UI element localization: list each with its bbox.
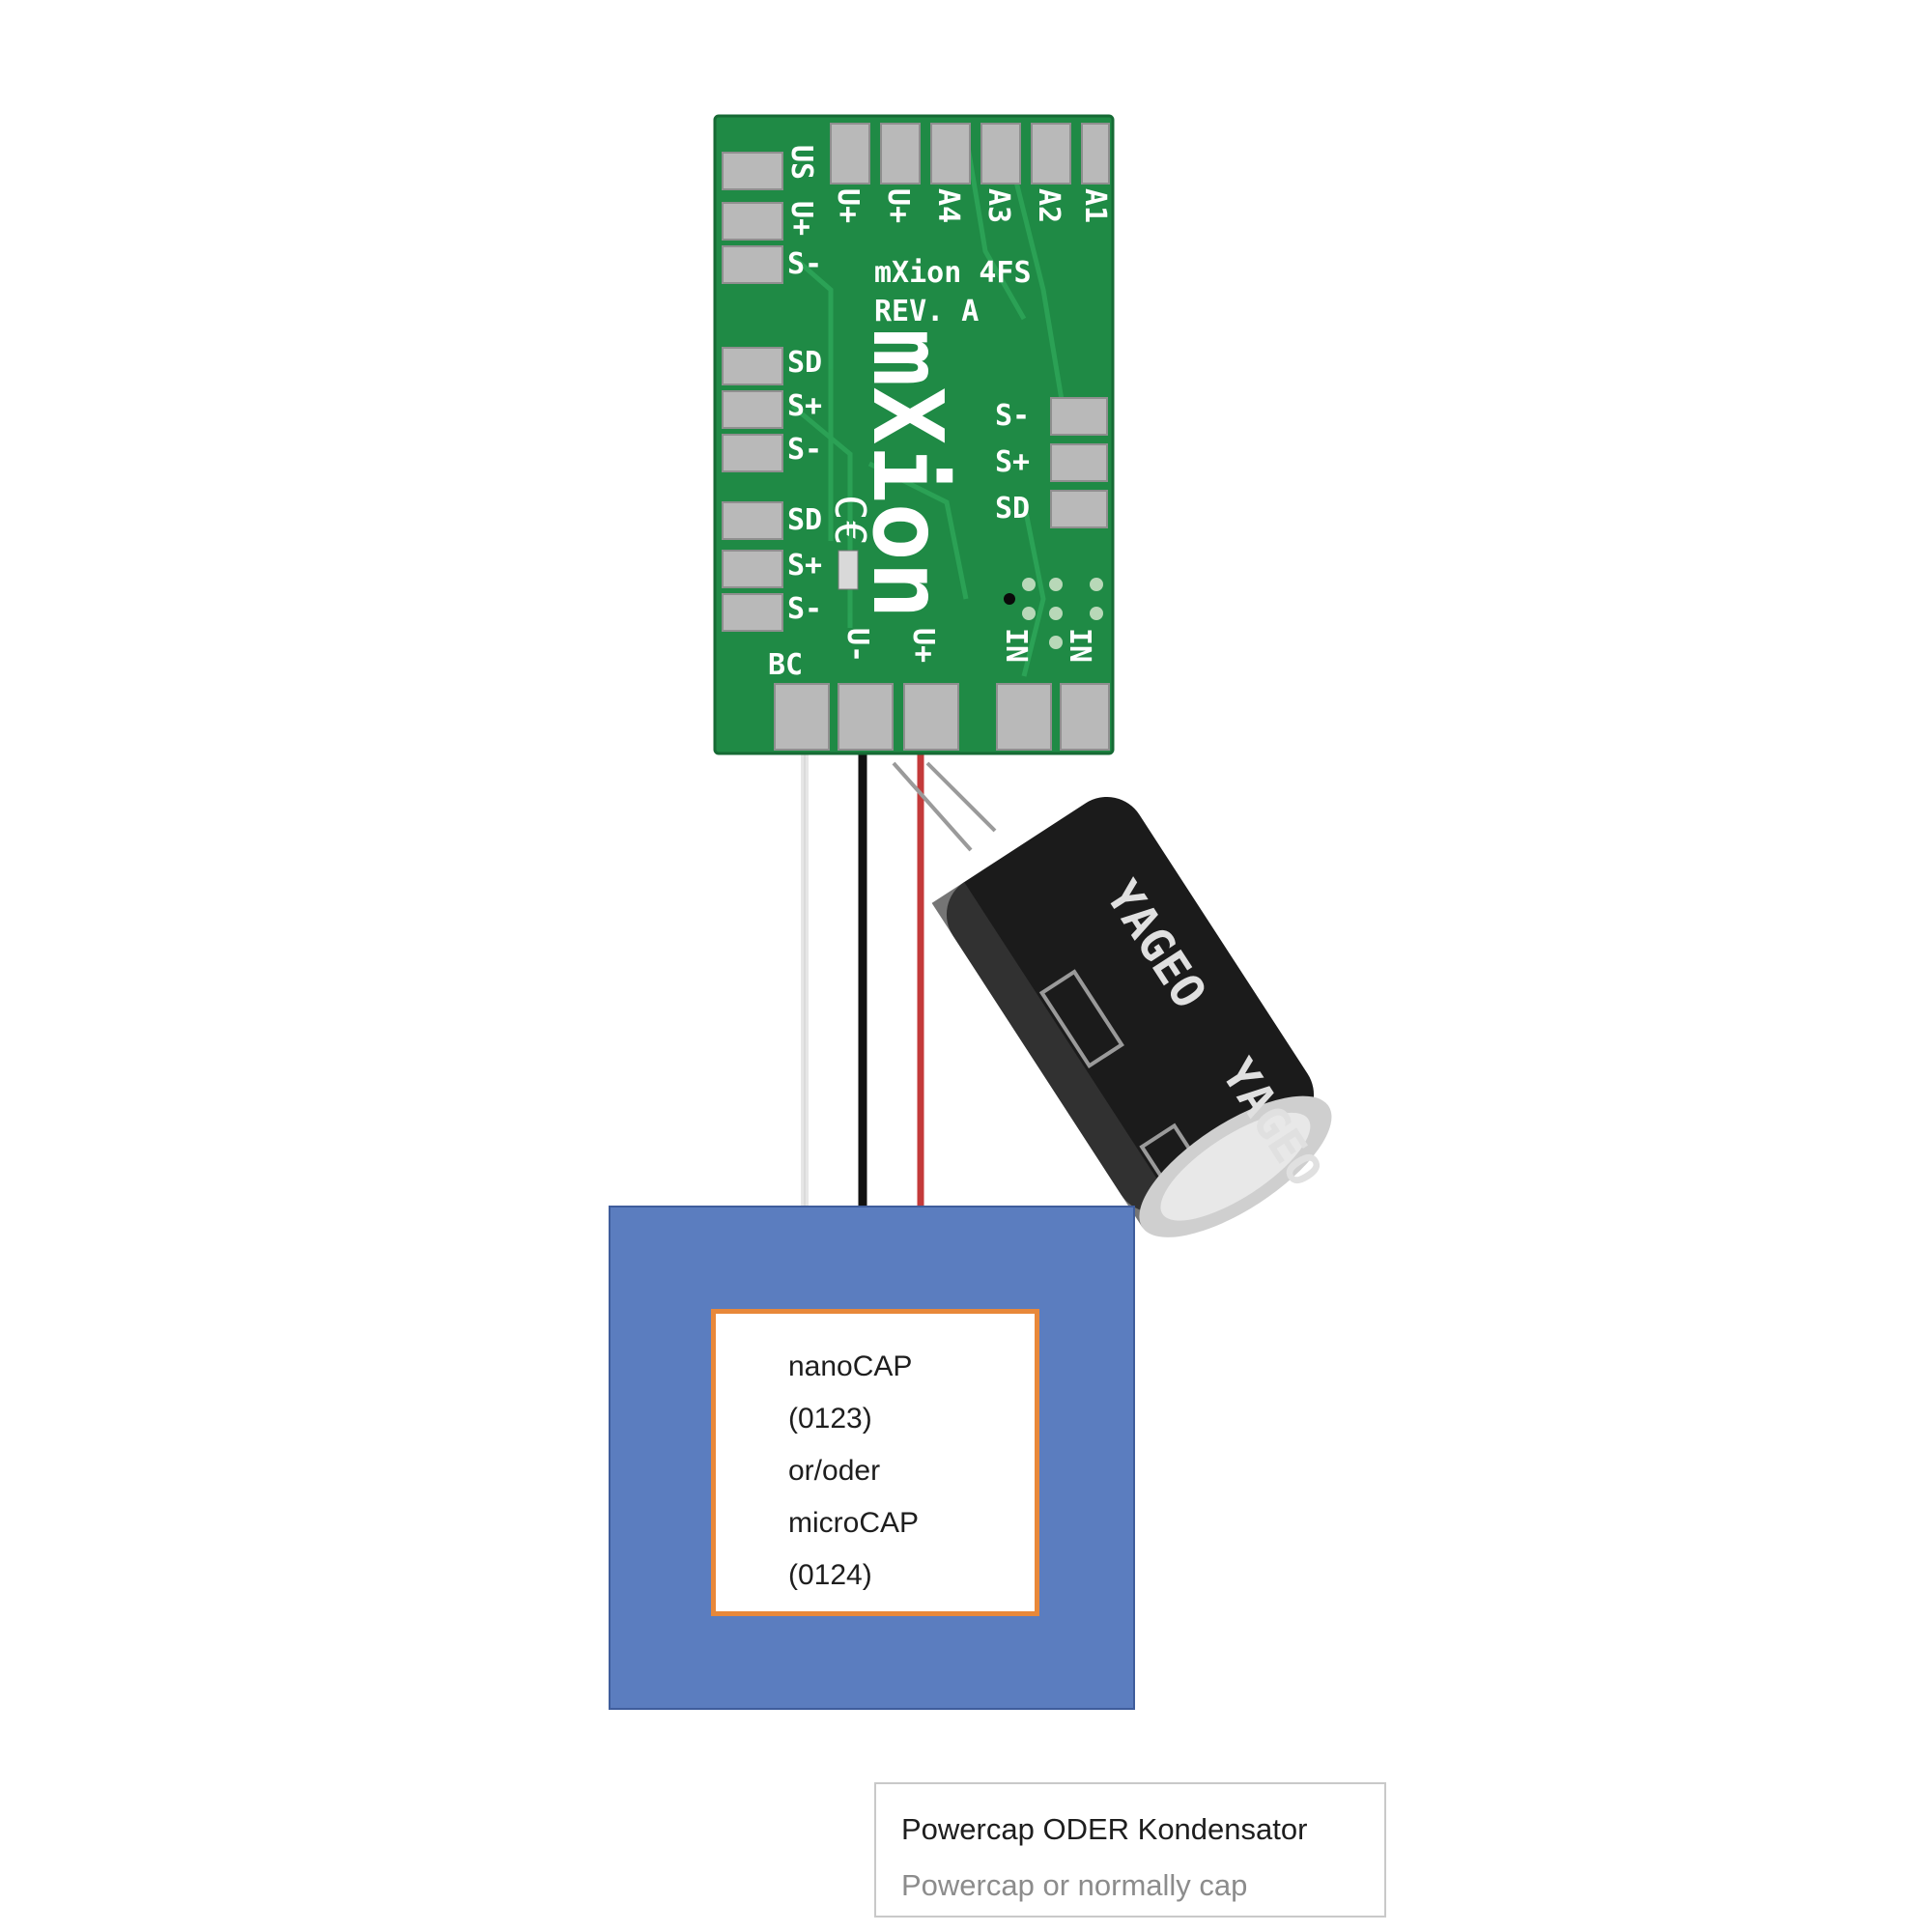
- caption-subtitle: Powercap or normally cap: [901, 1868, 1248, 1902]
- top-pad-label-1: U+: [831, 188, 865, 223]
- capacitor: YAGEO YAGEO: [931, 796, 1332, 1237]
- left-pad-label-3: S-: [787, 247, 822, 281]
- left-pad-label-5: S+: [787, 389, 822, 423]
- top-pad-label-2: U+: [881, 188, 915, 223]
- left-pad-label-2: U+: [784, 201, 818, 236]
- wires: [801, 705, 924, 1208]
- left-pad-label-9: S-: [787, 592, 822, 626]
- ce-mark-icon: C€: [825, 495, 874, 546]
- bottom-pad-label-5: IN: [1063, 628, 1096, 663]
- left-pad-label-8: S+: [787, 549, 822, 582]
- decoder-board: mXion 4FS REV. A mXion US U+ S- SD S+ S-…: [713, 114, 1115, 755]
- bottom-pad-label-1: BC: [768, 648, 803, 682]
- bottom-pad-label-3: U+: [906, 628, 940, 663]
- powercap-line-3: or/oder: [788, 1455, 881, 1487]
- top-pad-label-3: A4: [931, 188, 965, 223]
- bottom-pad-label-4: IN: [999, 628, 1033, 663]
- bottom-pad-label-2: U-: [840, 628, 874, 663]
- left-pad-label-7: SD: [787, 503, 822, 537]
- board-name-label: mXion 4FS: [874, 256, 1032, 290]
- powercap-module: nanoCAP (0123) or/oder microCAP (0124): [609, 1206, 1135, 1710]
- left-pad-label-1: US: [784, 145, 818, 180]
- top-pads: [830, 123, 1110, 185]
- powercap-line-5: (0124): [788, 1559, 872, 1591]
- right-pads: [1050, 397, 1108, 528]
- top-pad-label-4: A3: [981, 188, 1015, 223]
- powercap-line-2: (0123): [788, 1403, 872, 1435]
- caption-box: Powercap ODER Kondensator Powercap or no…: [874, 1782, 1386, 1918]
- top-pad-label-5: A2: [1032, 188, 1065, 223]
- left-pads: [722, 152, 783, 632]
- powercap-line-1: nanoCAP: [788, 1350, 913, 1382]
- powercap-line-4: microCAP: [788, 1507, 920, 1539]
- board-logo: mXion: [851, 328, 964, 619]
- powercap-label-box: nanoCAP (0123) or/oder microCAP (0124): [711, 1309, 1039, 1616]
- capacitor-leads: [892, 761, 997, 852]
- left-pad-label-4: SD: [787, 346, 822, 380]
- bottom-pads: [774, 683, 1110, 751]
- left-pad-label-6: S-: [787, 433, 822, 467]
- caption-title: Powercap ODER Kondensator: [901, 1812, 1308, 1846]
- right-pad-label-2: S+: [995, 445, 1030, 479]
- board-rev-label: REV. A: [874, 295, 979, 328]
- right-pad-label-3: SD: [995, 492, 1030, 526]
- right-pad-label-1: S-: [995, 399, 1030, 433]
- top-pad-label-6: A1: [1078, 188, 1112, 223]
